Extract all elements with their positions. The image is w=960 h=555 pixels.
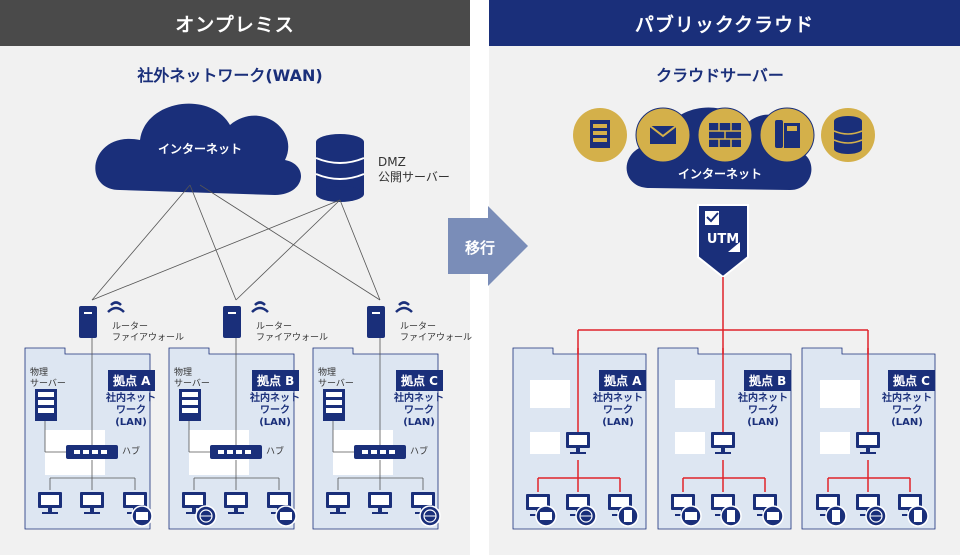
wan-cloud-label: インターネット	[157, 142, 242, 156]
lan-label-2: ワーク	[603, 405, 633, 416]
wifi-icon	[394, 301, 414, 314]
hub-icon	[354, 445, 406, 459]
dmz-label: DMZ 公開サーバー	[378, 155, 450, 185]
lan-label: 社内ネットワーク(LAN)	[735, 393, 791, 429]
migrate-label: 移行	[464, 239, 495, 257]
mail-icon	[131, 505, 153, 527]
router-label: ルーター ファイアウォール	[256, 322, 328, 344]
cloud-icon	[95, 103, 302, 195]
branch-tag-c: 拠点 C	[888, 370, 935, 391]
wan-title: 社外ネットワーク(WAN)	[137, 66, 323, 85]
cloud-header: パブリッククラウド	[489, 0, 960, 46]
router-label: ルーター ファイアウォール	[400, 322, 472, 344]
branch-tag-b: 拠点 B	[744, 370, 792, 391]
server-icon	[35, 389, 57, 421]
lan-label: 社内ネットワーク(LAN)	[391, 393, 447, 429]
lan-label-3: (LAN)	[259, 417, 291, 428]
lan-label: 社内ネットワーク(LAN)	[103, 393, 159, 429]
phone-icon	[759, 107, 815, 163]
hub-label: ハブ	[266, 447, 285, 457]
server-label-2: サーバー	[174, 379, 210, 389]
document-icon	[907, 505, 929, 527]
cloud-internet-label: インターネット	[677, 167, 762, 181]
router-label: ルーター ファイアウォール	[112, 322, 184, 344]
server-label-1: 物理	[30, 368, 49, 378]
migrate-arrow	[448, 206, 528, 286]
lan-label-1: 社内ネット	[106, 393, 156, 404]
document-icon	[617, 505, 639, 527]
server-label: 物理 サーバー	[30, 368, 66, 390]
globe-icon	[575, 505, 597, 527]
hub-icon	[210, 445, 262, 459]
lan-label-1: 社内ネット	[738, 393, 788, 404]
hub-icon	[66, 445, 118, 459]
branch-tag-c: 拠点 C	[396, 370, 443, 391]
firewall-icon	[697, 107, 753, 163]
server-label: 物理 サーバー	[318, 368, 354, 390]
router-label-2: ファイアウォール	[256, 333, 329, 343]
server-icon	[573, 108, 627, 162]
hub-label: ハブ	[410, 447, 429, 457]
mail-icon	[680, 505, 702, 527]
lan-label-1: 社内ネット	[250, 393, 300, 404]
lan-label-1: 社内ネット	[882, 393, 932, 404]
router-label-1: ルーター	[112, 322, 149, 332]
database-icon	[315, 134, 365, 202]
router-label-1: ルーター	[400, 322, 437, 332]
globe-icon	[865, 505, 887, 527]
lan-label-2: ワーク	[260, 405, 290, 416]
dmz-label-1: DMZ	[378, 155, 406, 169]
router-icon	[79, 306, 97, 338]
lan-label-2: ワーク	[748, 405, 778, 416]
server-label-1: 物理	[318, 368, 337, 378]
wifi-icon	[106, 301, 126, 314]
server-label-2: サーバー	[318, 379, 354, 389]
lan-label: 社内ネットワーク(LAN)	[590, 393, 646, 429]
lan-label-3: (LAN)	[747, 417, 779, 428]
router-label-2: ファイアウォール	[400, 333, 473, 343]
server-label: 物理 サーバー	[174, 368, 210, 390]
lan-label-3: (LAN)	[602, 417, 634, 428]
server-icon	[323, 389, 345, 421]
router-label-1: ルーター	[256, 322, 293, 332]
lan-label-1: 社内ネット	[593, 393, 643, 404]
router-icon	[223, 306, 241, 338]
lan-label-2: ワーク	[892, 405, 922, 416]
server-icon	[179, 389, 201, 421]
cloud-server-title: クラウドサーバー	[656, 66, 784, 85]
database-icon	[821, 108, 875, 162]
utm-label: UTM	[706, 232, 740, 247]
globe-icon	[419, 505, 441, 527]
server-label-1: 物理	[174, 368, 193, 378]
hub-label: ハブ	[122, 447, 141, 457]
document-icon	[720, 505, 742, 527]
onpremise-header: オンプレミス	[0, 0, 470, 46]
lan-label-3: (LAN)	[403, 417, 435, 428]
lan-label-2: ワーク	[404, 405, 434, 416]
dmz-label-2: 公開サーバー	[378, 170, 450, 184]
lan-label-3: (LAN)	[115, 417, 147, 428]
lan-label-1: 社内ネット	[394, 393, 444, 404]
lan-label: 社内ネットワーク(LAN)	[879, 393, 935, 429]
mail-icon	[535, 505, 557, 527]
lan-label: 社内ネットワーク(LAN)	[247, 393, 303, 429]
server-label-2: サーバー	[30, 379, 66, 389]
branch-tag-a: 拠点 A	[599, 370, 647, 391]
document-icon	[825, 505, 847, 527]
wifi-icon	[250, 301, 270, 314]
router-label-2: ファイアウォール	[112, 333, 185, 343]
router-icon	[367, 306, 385, 338]
branch-tag-a: 拠点 A	[108, 370, 156, 391]
utm-shield-icon	[697, 204, 749, 279]
lan-label-3: (LAN)	[891, 417, 923, 428]
branch-tag-b: 拠点 B	[252, 370, 300, 391]
mail-icon	[635, 107, 691, 163]
lan-label-2: ワーク	[116, 405, 146, 416]
globe-icon	[195, 505, 217, 527]
mail-icon	[275, 505, 297, 527]
mail-icon	[762, 505, 784, 527]
